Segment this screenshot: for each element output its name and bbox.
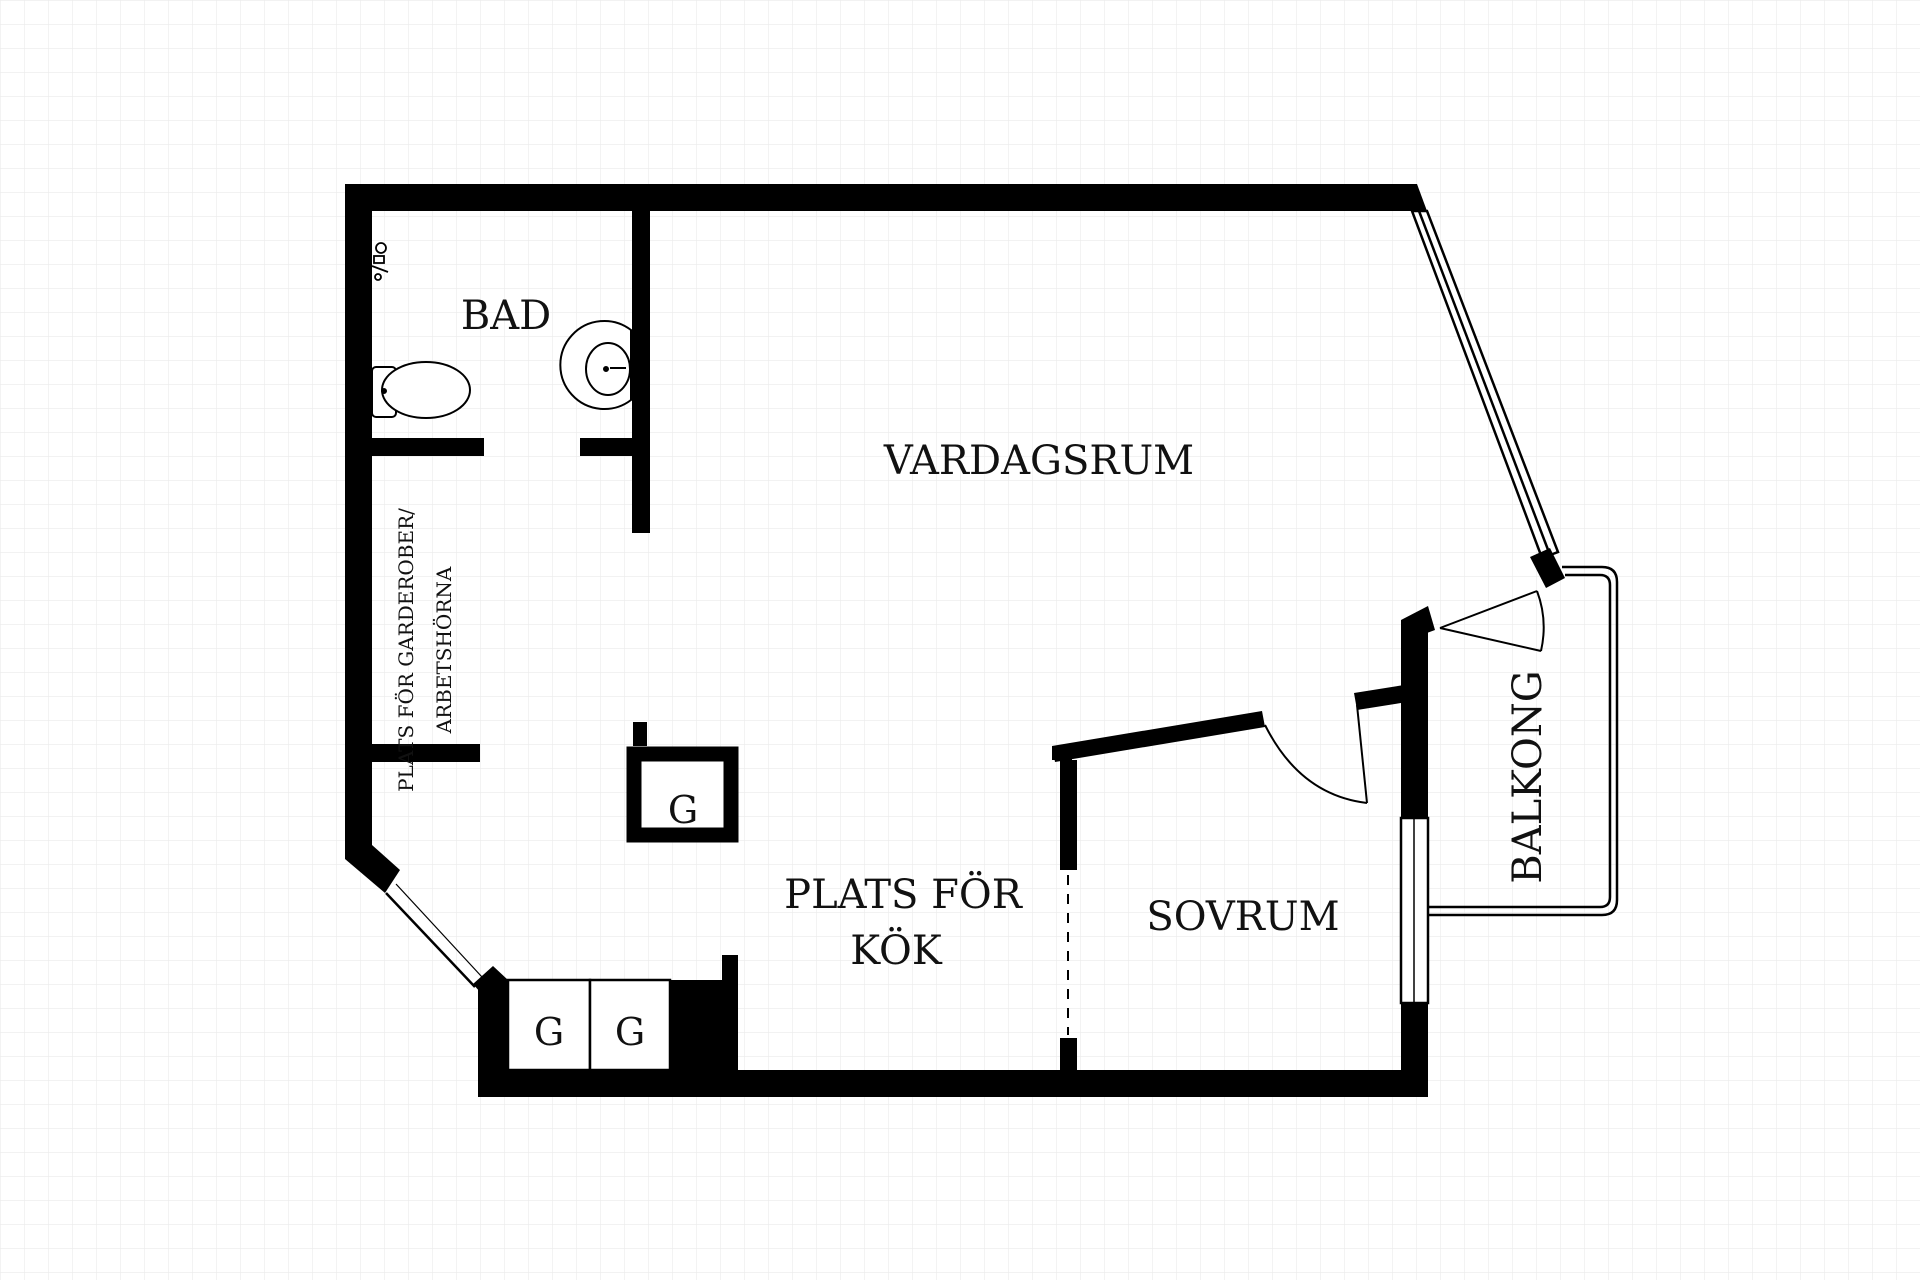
- closet-label: G: [615, 1010, 645, 1054]
- bedroom-walls: [1052, 685, 1407, 1097]
- balcony-door: [1439, 590, 1545, 652]
- label-sovrum: SOVRUM: [1146, 894, 1339, 940]
- label-balkong: BALKONG: [1505, 670, 1551, 883]
- label-garderob-line2: ARBETSHÖRNA: [431, 566, 456, 734]
- closet-label: G: [534, 1010, 564, 1054]
- toilet-icon: [371, 361, 471, 419]
- bedroom-window: [1399, 816, 1430, 1005]
- living-room-window: [1410, 209, 1565, 588]
- kitchen-closets: [506, 955, 738, 1072]
- closet-label: G: [668, 788, 698, 832]
- sink-icon: [559, 320, 632, 410]
- balcony: [1428, 565, 1619, 917]
- label-bad: BAD: [461, 293, 551, 339]
- label-kok-line2: KÖK: [850, 927, 943, 974]
- lower-left-window: [385, 883, 483, 988]
- shower-icon: [371, 242, 389, 281]
- bedroom-door: [1264, 704, 1368, 804]
- bathroom-walls: [372, 211, 650, 533]
- label-kok-line1: PLATS FÖR: [784, 871, 1024, 918]
- wardrobe-wall: [372, 744, 480, 762]
- exterior-walls: [345, 184, 1435, 1097]
- label-vardagsrum: VARDAGSRUM: [883, 438, 1194, 484]
- label-garderob-line1: PLATS FÖR GARDEROBER/: [393, 508, 418, 792]
- central-closet: [626, 722, 739, 843]
